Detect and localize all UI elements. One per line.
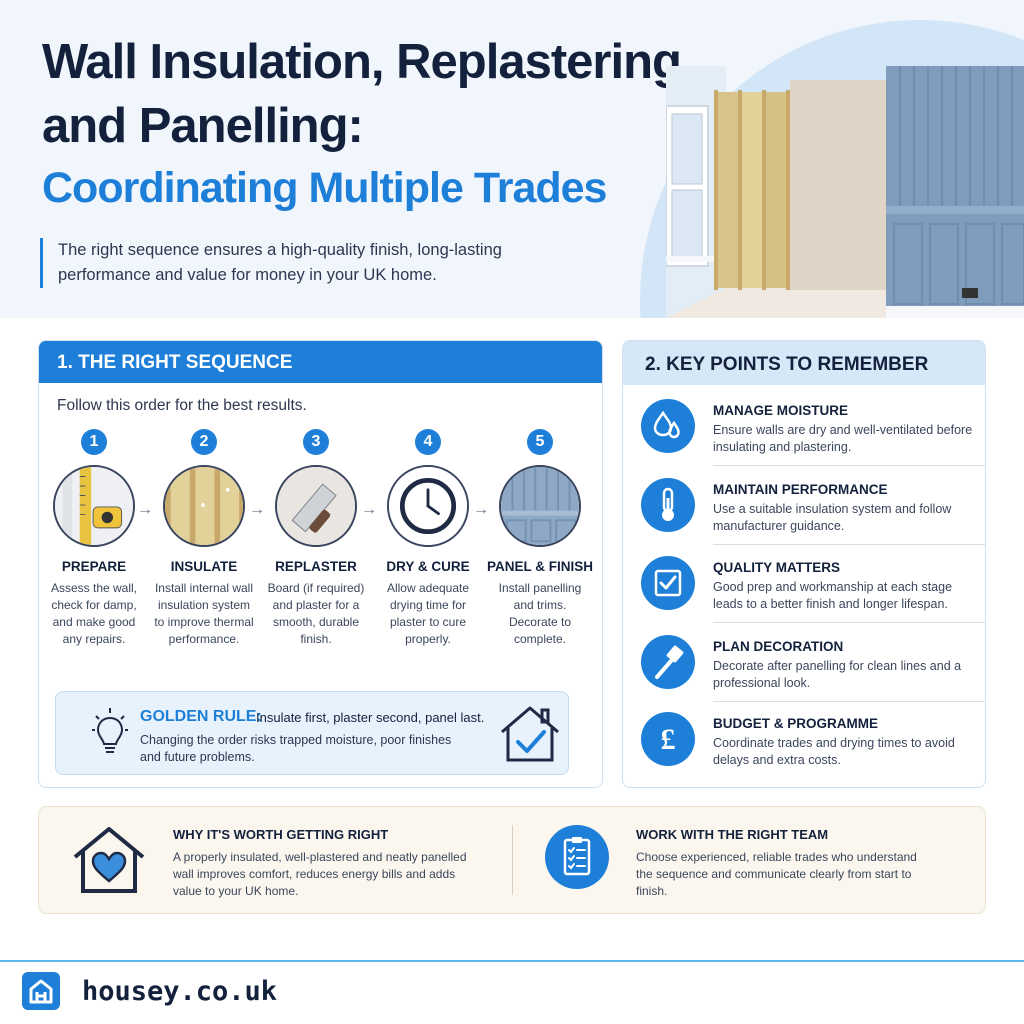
step-number: 4 [415,429,441,455]
house-check-icon [501,706,559,762]
step-title: INSULATE [170,559,238,574]
step-description: Board (if required) and plaster for a sm… [267,581,365,646]
divider [713,622,985,623]
divider [713,701,985,702]
site-link[interactable]: housey.co.uk [82,976,278,1007]
step-prepare: 1 PREPARE Assess the wall, check for dam… [39,429,149,648]
step-insulate: 2 INSULATE Install internal wall insulat… [149,429,259,648]
checkbox-icon [641,556,695,610]
divider [713,465,985,466]
key-point-title: QUALITY MATTERS [713,560,840,575]
sequence-section: 1. THE RIGHT SEQUENCE Follow this order … [38,340,603,788]
key-points-heading: 2. KEY POINTS TO REMEMBER [623,341,985,385]
golden-rule-callout: GOLDEN RULE: Insulate first, plaster sec… [55,691,569,775]
key-point-description: Ensure walls are dry and well-ventilated… [713,423,973,454]
clipboard-checklist-icon [545,825,609,889]
house-heart-icon [73,827,145,893]
key-point-title: MAINTAIN PERFORMANCE [713,482,888,497]
right-team-title: WORK WITH THE RIGHT TEAM [636,827,829,842]
water-drops-icon [641,399,695,453]
trowel-icon [275,465,357,547]
step-description: Install panelling and trims. Decorate to… [498,581,582,646]
arrow-right-icon: → [473,501,489,518]
right-team-description: Choose experienced, reliable trades who … [636,850,917,898]
worth-it-title: WHY IT'S WORTH GETTING RIGHT [173,827,389,842]
page-title-line-2: and Panelling: [42,99,364,153]
pound-sign-icon: £ [641,712,695,766]
lead-paragraph: The right sequence ensures a high-qualit… [58,241,502,284]
divider [512,825,513,895]
step-title: PANEL & FINISH [486,559,593,574]
key-point-title: MANAGE MOISTURE [713,403,848,418]
footer-divider [0,960,1024,962]
bottom-callout: WHY IT'S WORTH GETTING RIGHT A properly … [38,806,986,914]
step-description: Assess the wall, check for damp, and mak… [50,581,138,646]
arrow-right-icon: → [361,501,377,518]
measuring-tape-icon [53,465,135,547]
worth-it-description: A properly insulated, well-plastered and… [173,850,467,898]
step-panel-finish: 5 PANEL & FINISH Install panelling and t… [485,429,595,648]
housey-logo-icon[interactable] [22,972,60,1010]
step-title: PREPARE [61,559,127,574]
room-illustration [666,66,1024,318]
step-number: 5 [527,429,553,455]
lead-accent-bar [40,238,43,288]
hero-banner: Wall Insulation, Replastering, and Panel… [0,0,1024,318]
arrow-right-icon: → [137,501,153,518]
step-number: 3 [303,429,329,455]
lightbulb-icon [92,708,128,753]
sequence-subheading: Follow this order for the best results. [57,397,307,414]
page-subtitle: Coordinating Multiple Trades [42,164,607,212]
step-title: REPLASTER [275,559,357,574]
key-point-description: Use a suitable insulation system and fol… [713,502,952,533]
step-dry-cure: 4 DRY & CURE Allow adequate drying time … [373,429,483,648]
svg-text:£: £ [661,723,676,756]
step-description: Allow adequate drying time for plaster t… [386,581,470,646]
panelling-icon [499,465,581,547]
step-description: Install internal wall insulation system … [154,581,254,646]
divider [713,544,985,545]
step-number: 1 [81,429,107,455]
thermometer-icon [641,478,695,532]
key-point-description: Decorate after panelling for clean lines… [713,659,962,690]
golden-rule-label: GOLDEN RULE: [140,708,262,725]
key-point-description: Good prep and workmanship at each stage … [713,580,953,611]
clock-icon [387,465,469,547]
key-point-description: Coordinate trades and drying times to av… [713,736,955,767]
key-point-title: BUDGET & PROGRAMME [713,716,878,731]
arrow-right-icon: → [249,501,265,518]
key-points-section: 2. KEY POINTS TO REMEMBER MANAGE MOISTUR… [622,340,986,788]
golden-rule-description: Changing the order risks trapped moistur… [140,733,452,764]
step-title: DRY & CURE [386,559,470,574]
step-replaster: 3 REPLASTER Board (if required) and plas… [261,429,371,648]
golden-rule-text: Insulate first, plaster second, panel la… [256,710,485,725]
key-point-title: PLAN DECORATION [713,639,844,654]
sequence-heading: 1. THE RIGHT SEQUENCE [39,341,602,383]
insulation-icon [163,465,245,547]
page-title-line-1: Wall Insulation, Replastering, [42,35,695,89]
step-number: 2 [191,429,217,455]
paintbrush-icon [641,635,695,689]
